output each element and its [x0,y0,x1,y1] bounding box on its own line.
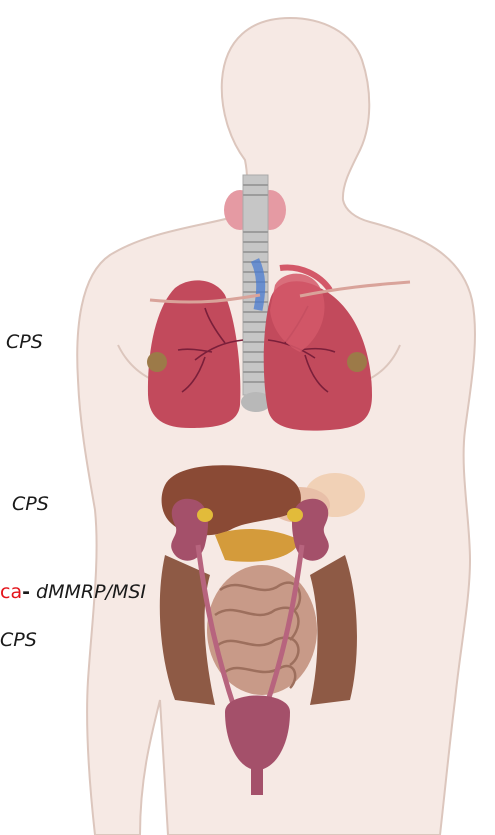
colorectal-dash: - [22,581,30,603]
colorectal-label: ca- dMMRP/MSI [0,583,146,602]
upper-gi-label: CPS [12,495,49,514]
lower-gi-label: CPS [0,631,37,650]
lung-label: CPS [6,333,43,352]
lower-gi-label-text: CPS [0,629,37,651]
right-nipple-icon [347,352,367,372]
lung-label-text: CPS [6,331,43,353]
colorectal-suffix: dMMRP/MSI [36,581,146,603]
left-nipple-icon [147,352,167,372]
upper-gi-label-text: CPS [12,493,49,515]
colorectal-prefix: ca [0,581,22,603]
